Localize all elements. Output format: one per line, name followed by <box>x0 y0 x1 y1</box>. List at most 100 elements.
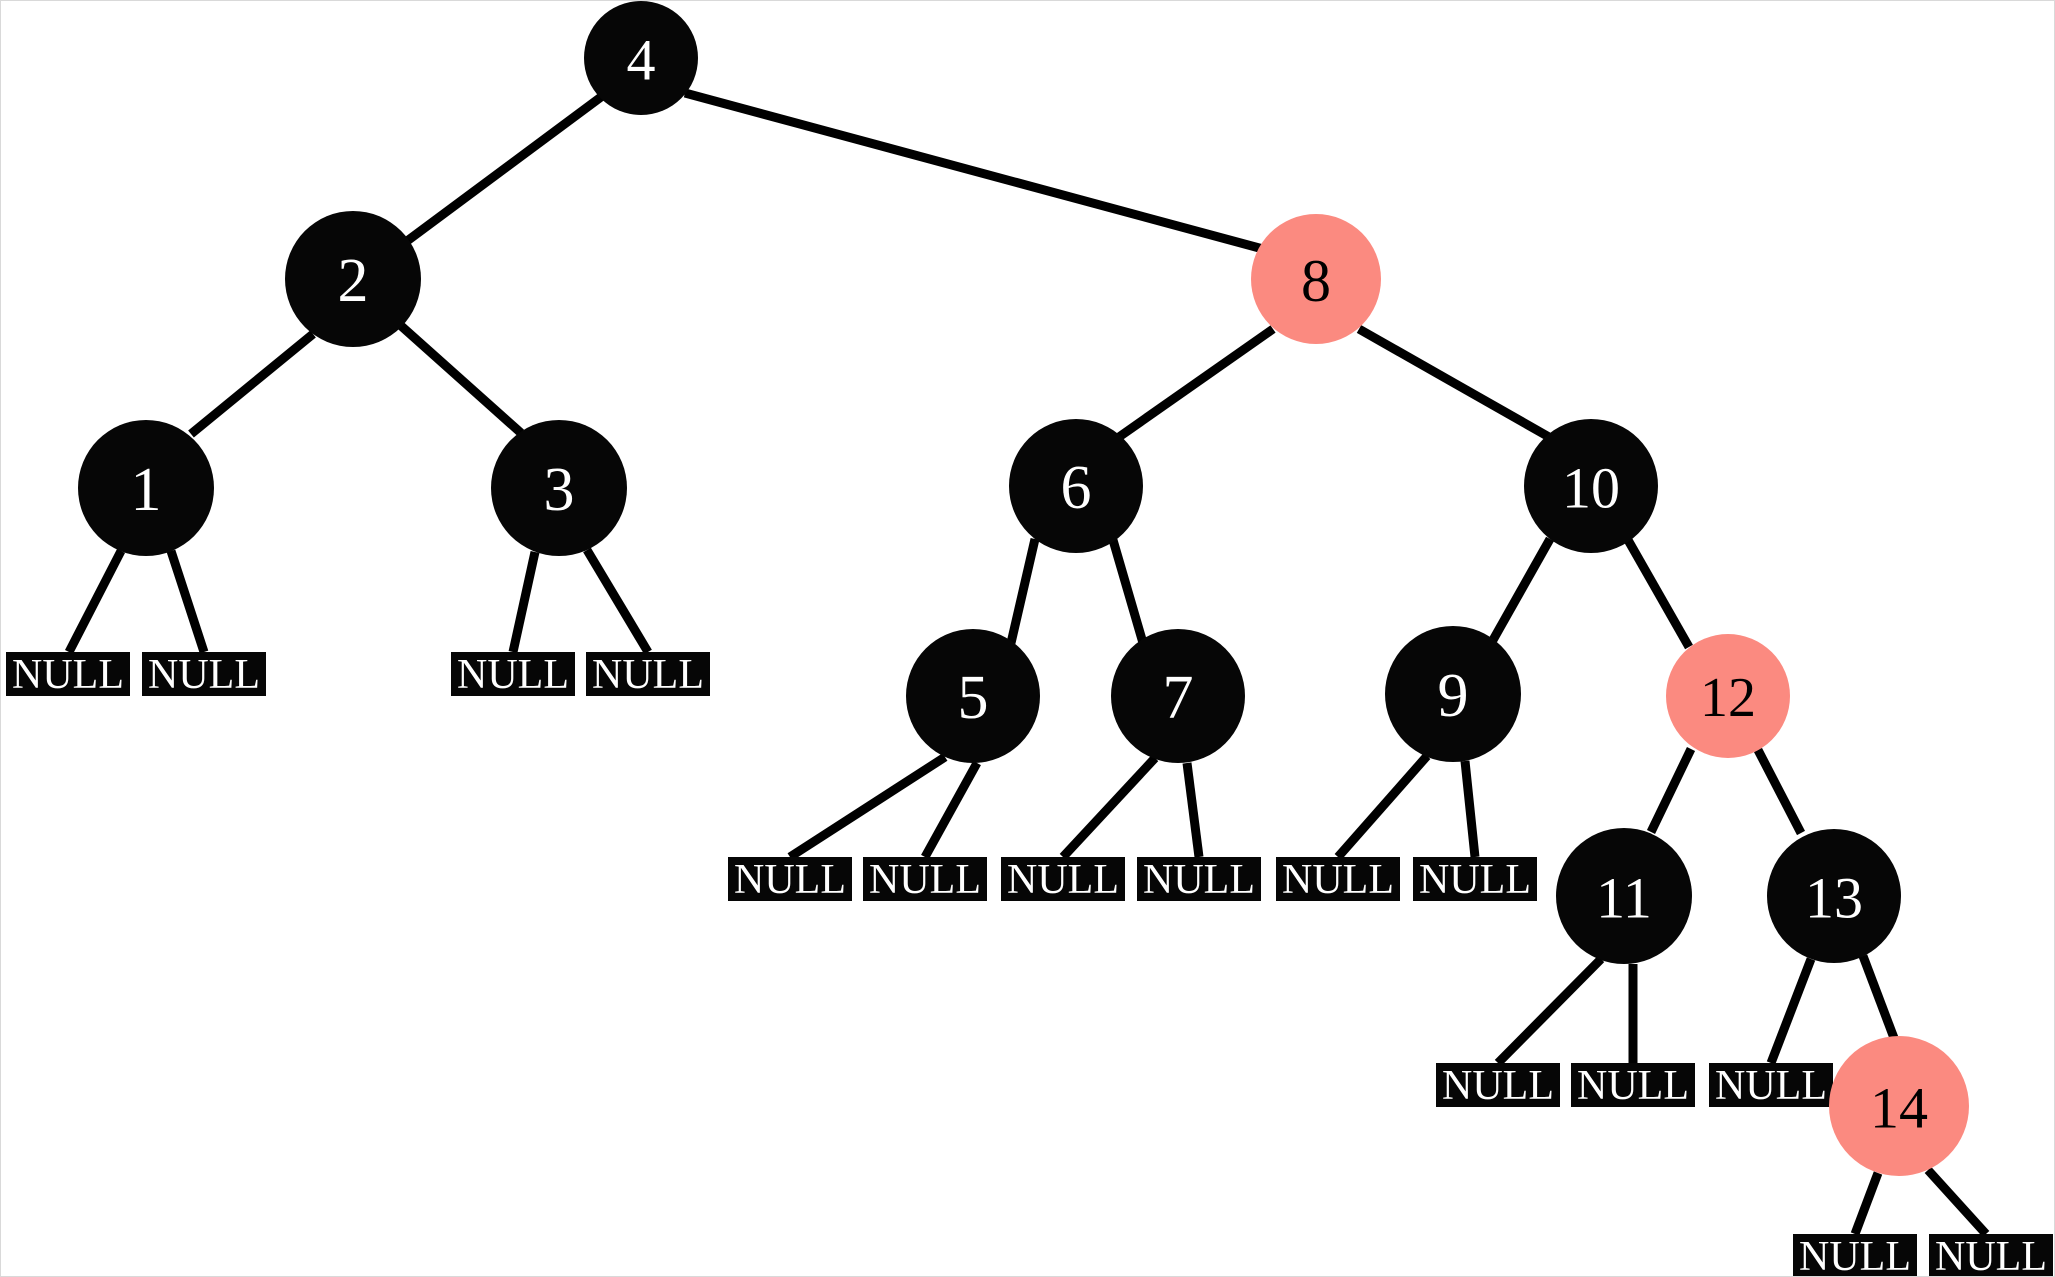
null-leaf-rect <box>451 652 575 696</box>
node-circle-red[interactable] <box>1251 214 1381 344</box>
tree-node-7[interactable]: 7 <box>1111 629 1245 763</box>
tree-node-14[interactable]: 14 <box>1829 1036 1969 1176</box>
tree-node-1[interactable]: 1 <box>78 420 214 556</box>
null-leaf-rect <box>1571 1063 1695 1107</box>
node-circle-black[interactable] <box>1767 829 1901 963</box>
null-leaf-box: NULL <box>1276 857 1400 903</box>
tree-edge <box>508 551 540 653</box>
tree-edge <box>64 548 126 655</box>
tree-edge <box>1334 753 1431 860</box>
node-value-label: 10 <box>1562 456 1620 521</box>
node-circle-black[interactable] <box>1009 419 1143 553</box>
null-leaf-box: NULL <box>1929 1234 2053 1276</box>
tree-node-6[interactable]: 6 <box>1009 419 1143 553</box>
null-leaf-rect <box>1413 857 1537 901</box>
null-leaf-label: NULL <box>148 652 260 698</box>
null-leaf-rect <box>1709 1063 1833 1107</box>
tree-edge <box>1754 747 1805 836</box>
null-leaf-box: NULL <box>142 652 266 698</box>
null-leaf-rect <box>1001 857 1125 901</box>
node-circle-black[interactable] <box>1556 828 1692 964</box>
tree-edge <box>683 88 1265 254</box>
node-circle-black[interactable] <box>491 420 627 556</box>
tree-node-8[interactable]: 8 <box>1251 214 1381 344</box>
node-value-label: 1 <box>131 456 162 524</box>
tree-edge <box>1494 955 1605 1067</box>
tree-edge <box>396 320 524 437</box>
null-leaf-box: NULL <box>1709 1063 1833 1109</box>
tree-edge <box>1059 754 1159 861</box>
tree-edge <box>583 547 652 655</box>
tree-node-9[interactable]: 9 <box>1385 626 1521 762</box>
null-leaf-layer: NULL NULL NULL NULL NULL NULL NULL NULL NULL NULL… <box>6 652 2053 1277</box>
tree-node-2[interactable]: 2 <box>285 211 421 347</box>
null-leaf-label: NULL <box>1799 1234 1911 1277</box>
tree-node-11[interactable]: 11 <box>1556 828 1692 964</box>
tree-edge <box>396 93 604 251</box>
tree-edge <box>1460 760 1480 858</box>
node-circle-black[interactable] <box>78 420 214 556</box>
null-leaf-box: NULL <box>1001 857 1125 903</box>
null-leaf-rect <box>863 857 987 901</box>
tree-node-12[interactable]: 12 <box>1666 634 1790 758</box>
tree-edge <box>1624 537 1693 650</box>
tree-node-13[interactable]: 13 <box>1767 829 1901 963</box>
tree-edge <box>166 549 209 654</box>
node-value-label: 13 <box>1805 866 1863 931</box>
tree-edge <box>1646 747 1696 834</box>
tree-node-4[interactable]: 4 <box>584 1 698 115</box>
node-circle-black[interactable] <box>906 629 1040 763</box>
null-leaf-label: NULL <box>457 652 569 698</box>
null-leaf-box: NULL <box>728 857 852 903</box>
node-value-label: 4 <box>627 28 656 93</box>
null-leaf-label: NULL <box>1442 1063 1554 1109</box>
tree-edge <box>1006 537 1040 645</box>
null-leaf-label: NULL <box>1143 857 1255 903</box>
node-value-label: 2 <box>338 247 369 315</box>
null-leaf-rect <box>1137 857 1261 901</box>
null-leaf-label: NULL <box>734 857 846 903</box>
null-leaf-rect <box>728 857 852 901</box>
tree-edge <box>1858 954 1899 1040</box>
node-circle-red[interactable] <box>1829 1036 1969 1176</box>
node-value-label: 9 <box>1438 662 1469 730</box>
null-leaf-label: NULL <box>1577 1063 1689 1109</box>
node-circle-red[interactable] <box>1666 634 1790 758</box>
node-circle-black[interactable] <box>1385 626 1521 762</box>
null-leaf-box: NULL <box>1413 857 1537 903</box>
tree-node-10[interactable]: 10 <box>1524 419 1658 553</box>
node-value-label: 3 <box>544 456 575 524</box>
tree-edge <box>1766 957 1816 1065</box>
node-value-label: 14 <box>1870 1076 1928 1141</box>
tree-edge <box>188 330 316 438</box>
tree-edge <box>1108 538 1148 645</box>
tree-edge <box>1850 1171 1883 1236</box>
null-leaf-label: NULL <box>1419 857 1531 903</box>
node-circle-black[interactable] <box>584 1 698 115</box>
null-leaf-rect <box>6 652 130 696</box>
tree-edge <box>1182 762 1204 858</box>
null-leaf-label: NULL <box>1715 1063 1827 1109</box>
node-value-label: 6 <box>1061 454 1092 522</box>
node-circle-black[interactable] <box>1111 629 1245 763</box>
node-value-label: 5 <box>958 664 989 732</box>
node-value-label: 11 <box>1596 866 1652 931</box>
edges-layer <box>64 88 1990 1238</box>
node-circle-black[interactable] <box>1524 419 1658 553</box>
null-leaf-rect <box>142 652 266 696</box>
null-leaf-rect <box>1436 1063 1560 1107</box>
null-leaf-box: NULL <box>586 652 710 698</box>
node-circle-black[interactable] <box>285 211 421 347</box>
tree-node-3[interactable]: 3 <box>491 420 627 556</box>
tree-edge <box>1489 536 1554 643</box>
null-leaf-box: NULL <box>1793 1234 1917 1277</box>
null-leaf-box: NULL <box>1436 1063 1560 1109</box>
null-leaf-label: NULL <box>1282 857 1394 903</box>
tree-node-5[interactable]: 5 <box>906 629 1040 763</box>
null-leaf-rect <box>1276 857 1400 901</box>
node-value-label: 8 <box>1301 248 1331 314</box>
tree-edge <box>1116 325 1276 441</box>
